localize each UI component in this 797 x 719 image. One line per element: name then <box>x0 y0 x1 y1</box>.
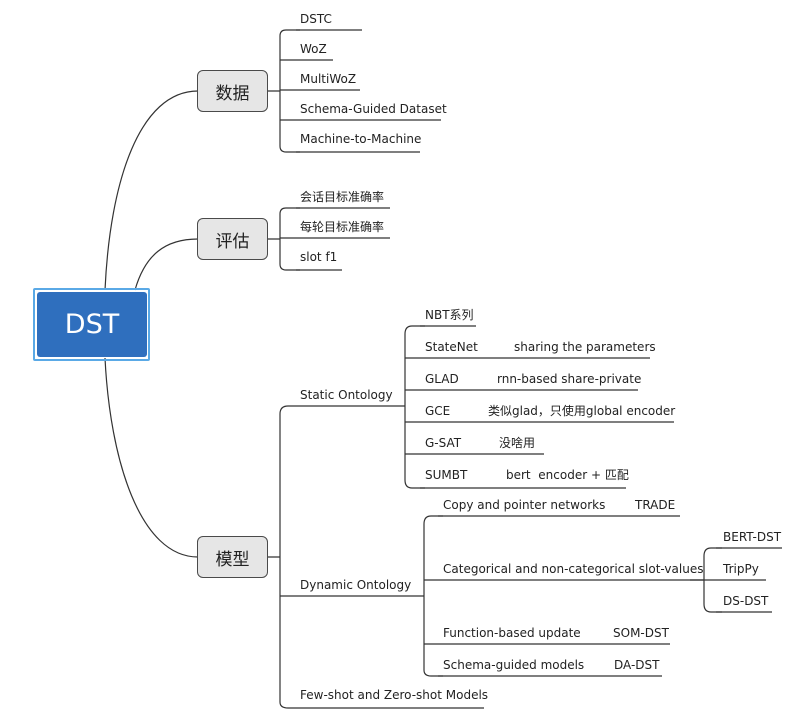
static-item-sumbt[interactable]: SUMBT <box>425 468 468 482</box>
data-item-schema-guided[interactable]: Schema-Guided Dataset <box>300 102 447 116</box>
connector-root-eval <box>134 238 199 291</box>
categorical-child-ds-dst[interactable]: DS-DST <box>723 594 769 608</box>
static-item-gsat-note: 没啥用 <box>499 436 536 450</box>
static-item-gce[interactable]: GCE <box>425 404 451 418</box>
model-fewshot[interactable]: Few-shot and Zero-shot Models <box>300 688 489 702</box>
model-static-ontology[interactable]: Static Ontology <box>300 388 393 402</box>
branch-node-eval[interactable]: 评估 <box>197 218 268 260</box>
branch-node-data[interactable]: 数据 <box>197 70 268 112</box>
connector-root-data <box>104 90 199 291</box>
categorical-child-trippy[interactable]: TripPy <box>723 562 759 576</box>
branch-eval-label: 评估 <box>215 231 250 252</box>
static-item-statenet[interactable]: StateNet <box>425 340 478 354</box>
dynamic-item-function-based[interactable]: Function-based update <box>443 626 581 640</box>
data-item-dstc[interactable]: DSTC <box>300 12 332 26</box>
model-dynamic-ontology[interactable]: Dynamic Ontology <box>300 578 412 592</box>
dynamic-item-copy-pointer[interactable]: Copy and pointer networks <box>443 498 606 512</box>
dynamic-item-categorical[interactable]: Categorical and non-categorical slot-val… <box>443 562 704 576</box>
dynamic-item-function-based-note: SOM-DST <box>613 626 669 640</box>
categorical-child-bert-dst[interactable]: BERT-DST <box>723 530 782 544</box>
branch-model-label: 模型 <box>215 549 250 570</box>
branch-data-label: 数据 <box>215 83 250 104</box>
static-item-gce-note: 类似glad，只使用global encoder <box>488 404 676 418</box>
data-item-woz[interactable]: WoZ <box>300 42 327 56</box>
dynamic-item-schema-guided-note: DA-DST <box>614 658 660 672</box>
root-node[interactable]: DST <box>37 292 147 357</box>
eval-item-slot-f1[interactable]: slot f1 <box>300 250 338 264</box>
root-label: DST <box>64 309 120 340</box>
data-item-m2m[interactable]: Machine-to-Machine <box>300 132 422 146</box>
static-item-sumbt-note: bert encoder + 匹配 <box>506 468 629 482</box>
dynamic-item-schema-guided[interactable]: Schema-guided models <box>443 658 585 672</box>
data-item-multiwoz[interactable]: MultiWoZ <box>300 72 357 86</box>
dynamic-item-copy-pointer-note: TRADE <box>635 498 676 512</box>
static-item-statenet-note: sharing the parameters <box>514 340 656 354</box>
static-item-gsat[interactable]: G-SAT <box>425 436 462 450</box>
eval-item-turn-goal[interactable]: 每轮目标准确率 <box>300 220 385 234</box>
static-item-glad[interactable]: GLAD <box>425 372 459 386</box>
static-item-nbt[interactable]: NBT系列 <box>425 308 474 322</box>
eval-item-joint-goal[interactable]: 会话目标准确率 <box>300 190 385 204</box>
branch-node-model[interactable]: 模型 <box>197 536 268 578</box>
static-item-glad-note: rnn-based share-private <box>497 372 642 386</box>
root-node-selection-frame <box>33 288 150 361</box>
connector-data-bracket <box>268 29 300 153</box>
connector-root-model <box>104 357 199 558</box>
